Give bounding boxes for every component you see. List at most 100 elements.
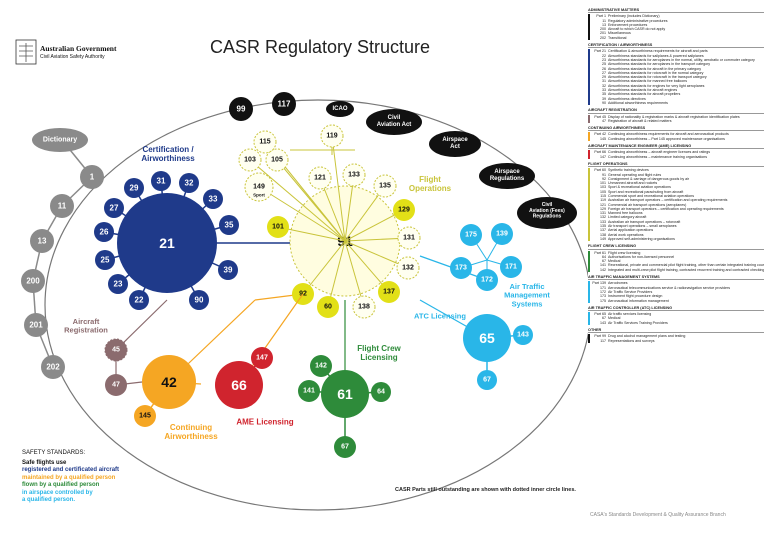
part-142-node: [310, 355, 332, 377]
sport-label: Sport: [253, 193, 265, 198]
legend-part-title: Synthetic training devices: [608, 168, 649, 173]
legend-part-title: Airworthiness standards for engines for …: [608, 83, 705, 88]
legend-section-title: AIR TRAFFIC CONTROLLER (ATC) LICENSING: [588, 306, 764, 312]
part-143-node: [513, 325, 533, 345]
legend-part-title: Representations and surveys: [608, 338, 655, 343]
certification-group-label: Certification /Airworthiness: [141, 145, 195, 163]
part-65-label: 65: [479, 330, 495, 346]
part-33-label: 33: [209, 195, 218, 204]
safety-line: in airspace controlled by: [22, 489, 93, 496]
legend-part-number: 92: [602, 176, 606, 181]
part-115-node: [253, 130, 277, 154]
part-139-node: [491, 223, 513, 245]
part-33-node: [203, 189, 223, 209]
legend-part-number: 175: [600, 298, 606, 303]
part-115-label: 115: [259, 139, 270, 146]
legend-part-title: Airworthiness standards for rotorcraft i…: [608, 70, 704, 75]
part-31-label: 31: [157, 177, 166, 186]
legend-part-number: 47: [602, 118, 606, 123]
part-13-label: 13: [38, 237, 47, 246]
civil-aviation-act-node: [366, 109, 422, 135]
legend-part-title: Airworthiness standards for aircraft in …: [608, 66, 702, 71]
legend-part-number: Part 21: [594, 49, 606, 54]
part-172-label: 172: [481, 277, 493, 284]
part-149-label: 149: [253, 184, 265, 191]
part-65-node: [463, 314, 511, 362]
legend-part-number: 67: [602, 259, 606, 264]
part-121-label: 121: [314, 175, 326, 182]
safety-standards: SAFETY STANDARDS: Safe flights use regis…: [22, 450, 182, 505]
part-141-label: 141: [303, 388, 315, 395]
atc-group-label: ATC Licensing: [414, 312, 466, 321]
part-105-label: 105: [271, 157, 283, 164]
connector-line: [344, 185, 386, 242]
legend-part-number: 173: [600, 294, 606, 299]
part-147-label: 147: [256, 355, 268, 362]
part-99-label: 99: [237, 105, 246, 114]
legend-part-number: 39: [602, 96, 606, 101]
part-21-label: 21: [159, 235, 175, 251]
legend-part-number: 147: [600, 154, 606, 159]
legend-part-title: Air Traffic Services Training Providers: [608, 320, 668, 325]
part-173-node: [450, 257, 472, 279]
legend-part-number: 11: [602, 18, 606, 23]
part-32-label: 32: [185, 179, 194, 188]
legend-part-number: 131: [600, 211, 606, 216]
legend-part-title: Manned free balloons: [608, 211, 643, 216]
part-90-node: [189, 290, 209, 310]
legend-part-number: Part 42: [594, 132, 606, 137]
part-172-node: [476, 269, 498, 291]
legend-part-number: 35: [602, 92, 606, 97]
part-27-label: 27: [110, 204, 119, 213]
part-1-label: 1: [90, 173, 95, 182]
part-143-label: 143: [517, 332, 529, 339]
part-90-label: 90: [195, 296, 204, 305]
legend-part-number: 137: [600, 228, 606, 233]
connector-line: [249, 159, 346, 242]
connector-line: [331, 135, 346, 242]
part-175-label: 175: [465, 232, 477, 239]
part-47-label: 47: [112, 382, 120, 389]
dictionary-label: Dictionary: [43, 137, 77, 144]
legend-part-number: 31: [602, 79, 606, 84]
part-201-node: [24, 313, 48, 337]
part-137-node: [378, 281, 400, 303]
legend-part-number: 121: [600, 202, 606, 207]
legend-part-title: Commercial air transport operations (aer…: [608, 202, 687, 207]
legend-part-number: 101: [600, 181, 606, 186]
part-131-label: 131: [403, 235, 415, 242]
safety-heading: SAFETY STANDARDS:: [22, 450, 86, 456]
connector-line: [344, 240, 365, 308]
legend-part-title: Continuing airworthiness – aircraft engi…: [608, 150, 711, 155]
legend-part-title: Recreational, private and commercial pil…: [608, 263, 764, 268]
part-138-node: [352, 295, 376, 319]
footer-branch: CASA's Standards Development & Quality A…: [590, 512, 726, 518]
part-129-label: 129: [398, 207, 410, 214]
